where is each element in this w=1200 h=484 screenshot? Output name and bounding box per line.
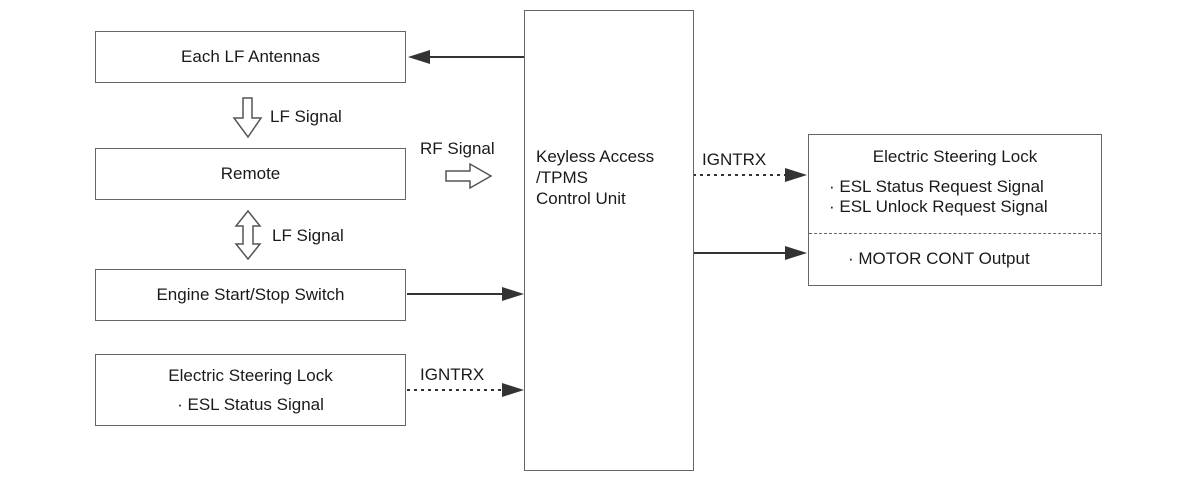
lf-antennas-label: Each LF Antennas [181, 47, 320, 66]
lf-signal-label-1: LF Signal [270, 107, 342, 126]
antenna-output-arrow [408, 50, 525, 64]
esl-section-divider [809, 233, 1101, 234]
control-unit-label: Keyless Access /TPMS Control Unit [536, 146, 654, 209]
rf-signal-label: RF Signal [420, 139, 495, 158]
start-stop-switch-block: Engine Start/Stop Switch [95, 269, 406, 321]
esl-request-list: · ESL Status Request Signal · ESL Unlock… [829, 177, 1048, 217]
esl-status-request-item: · ESL Status Request Signal [829, 177, 1044, 196]
esl-left-title: Electric Steering Lock [168, 365, 333, 385]
rf-signal-right-arrow [445, 162, 493, 190]
igntrx-label-left: IGNTRX [420, 365, 485, 384]
lf-signal-label-2: LF Signal [272, 226, 344, 245]
motor-output-arrow [693, 246, 807, 260]
igntrx-output-arrow [693, 168, 807, 182]
control-unit-line-1: Keyless Access [536, 147, 655, 166]
remote-block: Remote [95, 148, 406, 200]
motor-cont-output-item: · MOTOR CONT Output [848, 249, 1030, 268]
esl-status-signal-item: · ESL Status Signal [177, 394, 324, 414]
esl-right-title: Electric Steering Lock [872, 147, 1038, 166]
switch-input-arrow [407, 287, 524, 301]
esl-unlock-request-item: · ESL Unlock Request Signal [829, 197, 1048, 216]
remote-label: Remote [220, 164, 281, 183]
control-unit-line-2: /TPMS [536, 168, 588, 187]
start-stop-switch-label: Engine Start/Stop Switch [156, 285, 345, 304]
lf-antennas-block: Each LF Antennas [95, 31, 406, 83]
esl-status-block: Electric Steering Lock · ESL Status Sign… [95, 354, 406, 426]
igntrx-input-arrow [407, 383, 524, 397]
control-unit-line-3: Control Unit [536, 189, 626, 208]
esl-request-block: Electric Steering Lock · ESL Status Requ… [808, 134, 1102, 286]
lf-signal-down-arrow [232, 97, 263, 139]
control-unit-block: Keyless Access /TPMS Control Unit [524, 10, 694, 471]
igntrx-label-right: IGNTRX [702, 150, 767, 169]
lf-signal-bidirectional-arrow [234, 209, 262, 261]
